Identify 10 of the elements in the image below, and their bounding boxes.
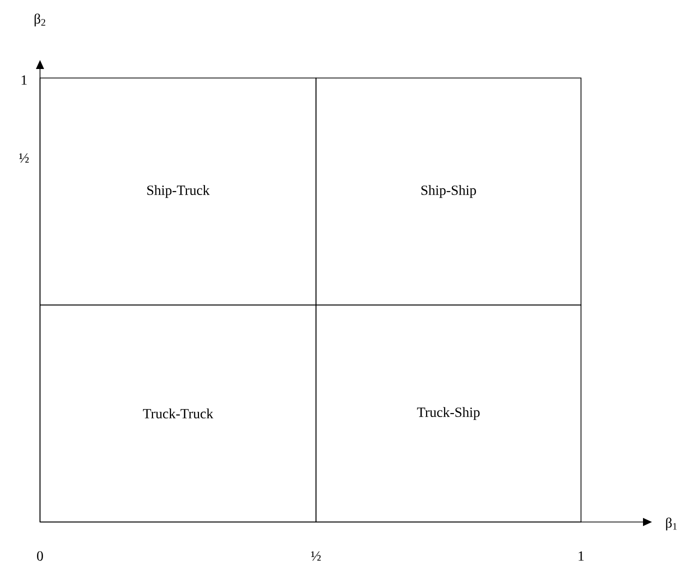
tick-label: ½ <box>311 551 321 561</box>
quadrant-box: Ship-Truck <box>40 78 316 306</box>
quadrant-box: Truck-Truck <box>40 304 316 522</box>
tick-label: 1 <box>22 75 27 85</box>
quadrant-box: Ship-Ship <box>316 78 582 306</box>
axis-label: β$_{1}$ <box>666 518 677 530</box>
axis-label: β$_{2}$ <box>34 14 46 26</box>
tick-label: 1 <box>578 551 584 561</box>
tick-label: 0 <box>37 551 43 561</box>
quadrant-box: Truck-Ship <box>316 304 582 522</box>
